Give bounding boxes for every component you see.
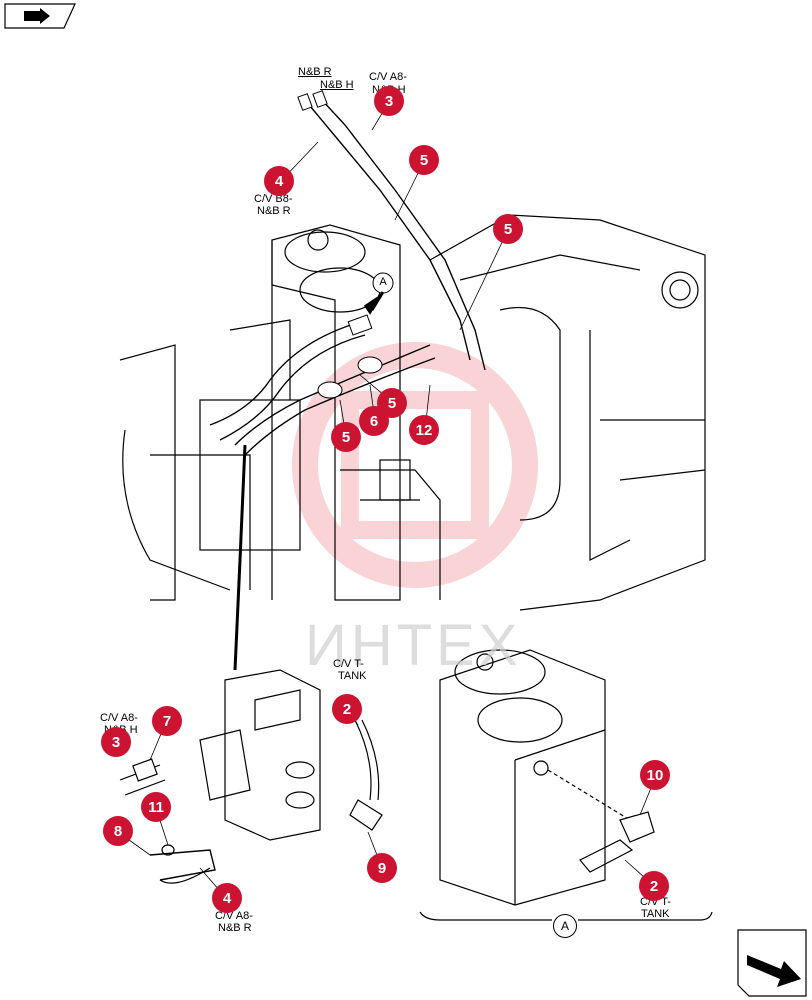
callout-5-right: 5 (493, 214, 523, 244)
machine-frame (119, 214, 706, 611)
view-a-arrow (363, 272, 394, 315)
callout-9: 9 (367, 853, 397, 883)
callout-11: 11 (141, 792, 171, 822)
cv-ttank-label: C/V T- (333, 658, 364, 670)
callout-2-top: 2 (332, 694, 362, 724)
view-a-label: A (379, 276, 387, 288)
cv-b8-label-2: N&B R (257, 205, 291, 217)
cv-ttank-right-label-2: TANK (641, 908, 670, 920)
cv-b8-label: C/V B8- (254, 193, 293, 205)
callout-4-bottom: 4 (212, 883, 242, 913)
cv-a8-top-label: C/V A8- (369, 71, 407, 83)
cv-a8-bottom-label-2: N&B R (218, 922, 252, 934)
callout-3-top: 3 (374, 86, 404, 116)
callout-10: 10 (640, 760, 670, 790)
cv-a8-bottom-label: C/V A8- (215, 910, 253, 922)
logo-watermark (292, 342, 538, 588)
watermark-text: ИНТЕХ (305, 613, 522, 678)
nbr-top-label: N&B R (298, 66, 332, 78)
cv-ttank-right-label: C/V T- (640, 896, 671, 908)
nbh-top-label: N&B H (320, 79, 354, 91)
callout-4-left: 4 (264, 166, 294, 196)
callout-2-right: 2 (639, 871, 669, 901)
cv-a8-left-label: C/V A8- (100, 712, 138, 724)
callout-3-left: 3 (101, 727, 131, 757)
detail-tank (419, 649, 713, 921)
callout-5-top: 5 (409, 145, 439, 175)
next-page-icon[interactable] (737, 929, 807, 997)
callout-8: 8 (103, 816, 133, 846)
callout-7: 7 (152, 706, 182, 736)
prev-page-icon[interactable] (4, 3, 76, 29)
hose-lines-top (209, 97, 486, 671)
callout-6: 6 (359, 406, 389, 436)
callout-5-low: 5 (331, 422, 361, 452)
callout-12: 12 (409, 415, 439, 445)
fittings-top (297, 90, 383, 399)
section-a-label: A (553, 914, 577, 938)
cv-ttank-label-2: TANK (338, 670, 367, 682)
detail-valve-block (119, 669, 383, 884)
